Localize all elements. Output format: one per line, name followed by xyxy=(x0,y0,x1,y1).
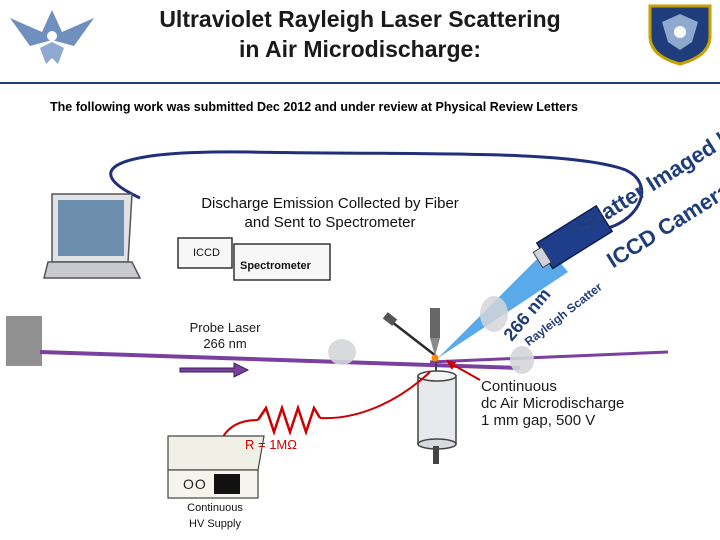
fiber-label-line-1: Discharge Emission Collected by Fiber xyxy=(201,195,459,212)
beam-direction-arrow xyxy=(179,362,250,378)
fiber-label-line-2: and Sent to Spectrometer xyxy=(244,214,416,231)
air-force-wings-logo xyxy=(4,2,100,80)
title-line-2: in Air Microdischarge: xyxy=(239,36,481,62)
discharge-label: Continuous dc Air Microdischarge 1 mm ga… xyxy=(481,378,681,429)
probe-laser-line-2: 266 nm xyxy=(203,336,247,351)
afrl-shield-emblem xyxy=(642,2,718,66)
hv-supply-line-1: Continuous xyxy=(187,502,243,514)
fiber-collection-label: Discharge Emission Collected by Fiber an… xyxy=(170,194,490,232)
probe-laser-label: Probe Laser 266 nm xyxy=(150,320,300,352)
iccd-camera xyxy=(532,204,614,270)
discharge-line-1: Continuous xyxy=(481,378,557,395)
slide-title: Ultraviolet Rayleigh Laser Scattering in… xyxy=(110,4,610,64)
hv-supply-label: Continuous HV Supply xyxy=(165,500,265,532)
resistor-label: R = 1MΩ xyxy=(245,437,297,452)
discharge-line-2: dc Air Microdischarge xyxy=(481,395,625,412)
hv-supply-box xyxy=(167,435,265,499)
data-cable xyxy=(109,150,643,232)
laptop-icon xyxy=(43,193,142,279)
submission-note: The following work was submitted Dec 201… xyxy=(50,100,578,114)
bottom-electrode-cylinder xyxy=(417,362,457,464)
laser-beam xyxy=(39,350,521,370)
spectrometer-box xyxy=(177,237,331,281)
side-tab xyxy=(6,316,42,366)
probe-laser-line-1: Probe Laser xyxy=(189,320,261,335)
top-electrode xyxy=(430,308,440,338)
fiber-probe xyxy=(391,321,437,357)
resistor-zigzag xyxy=(256,404,322,436)
spectrometer-iccd-label: ICCD xyxy=(193,247,220,259)
header-divider xyxy=(0,82,720,84)
hv-supply-line-2: HV Supply xyxy=(189,518,241,530)
laser-beam-reflected xyxy=(429,350,669,364)
spectrometer-label: Spectrometer xyxy=(240,260,311,272)
hv-knobs: OO xyxy=(183,476,207,492)
title-line-1: Ultraviolet Rayleigh Laser Scattering xyxy=(159,6,561,32)
discharge-line-3: 1 mm gap, 500 V xyxy=(481,412,596,429)
